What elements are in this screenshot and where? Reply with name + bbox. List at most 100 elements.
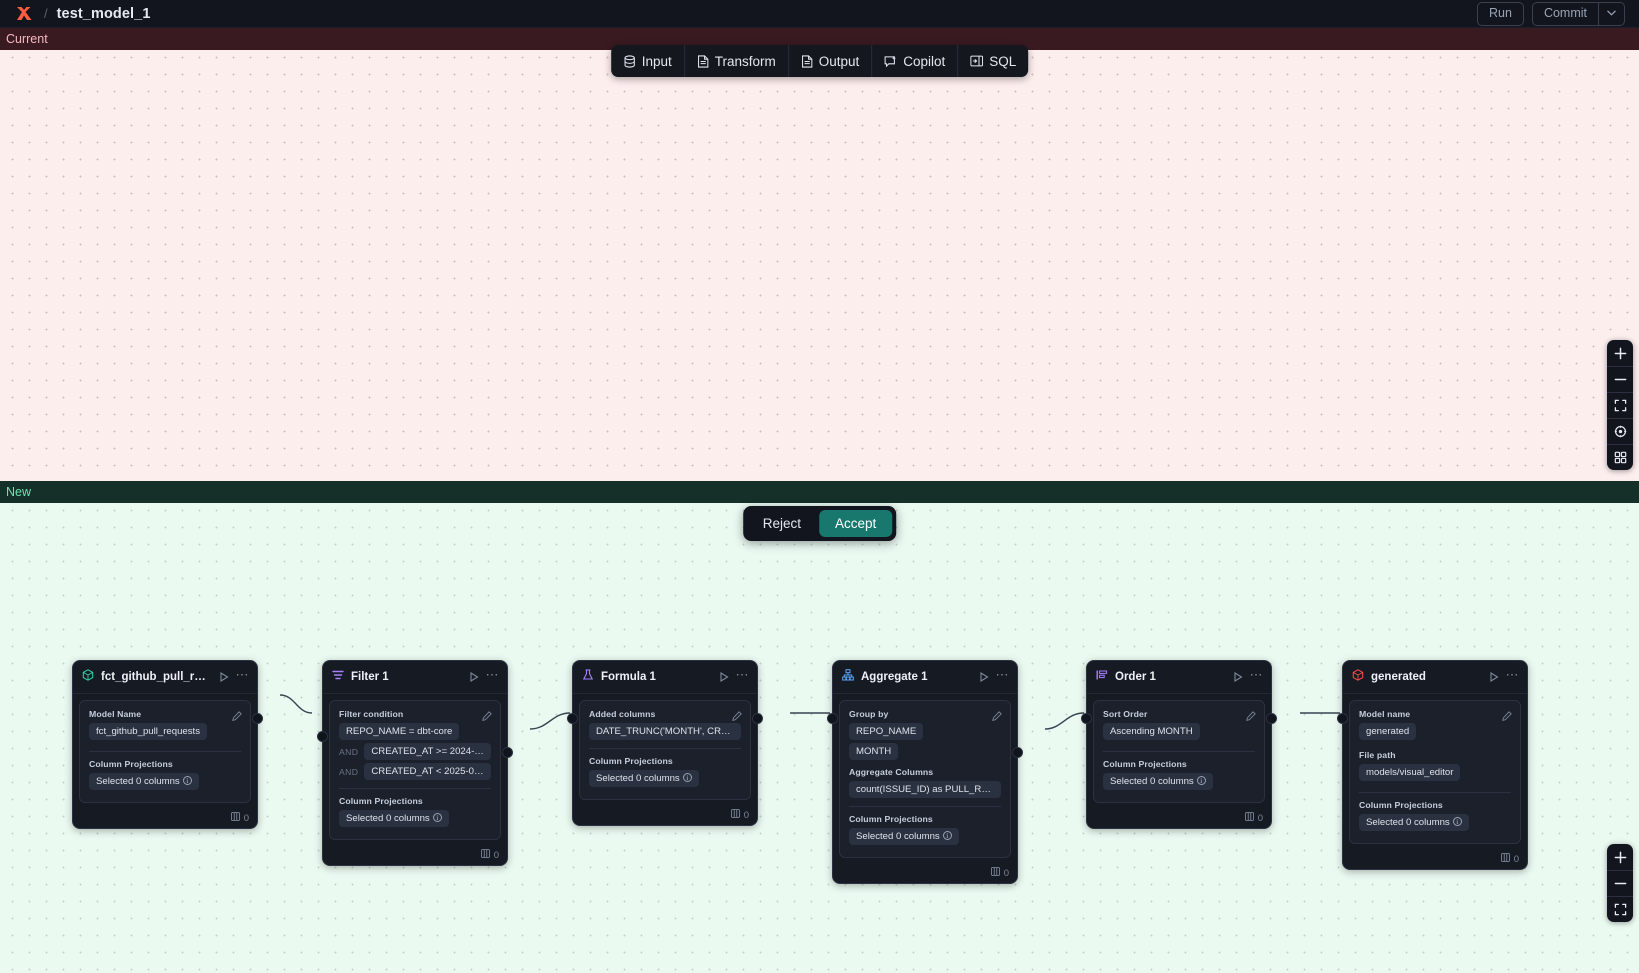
run-button[interactable]: Run — [1477, 1, 1524, 26]
node-input-handle[interactable] — [827, 713, 838, 724]
toolbar-label: Transform — [714, 53, 776, 69]
node-output-handle[interactable] — [502, 747, 513, 758]
flask-purple-icon — [582, 668, 594, 686]
node-menu-icon[interactable]: ⋯ — [1249, 667, 1263, 682]
node-input-handle[interactable] — [567, 713, 578, 724]
section-label: Column Projections — [1359, 800, 1443, 810]
node-footer: 0 — [833, 864, 1017, 883]
section-label: Added columns — [589, 709, 656, 719]
commit-button[interactable]: Commit — [1543, 5, 1587, 20]
run-node-icon[interactable] — [979, 672, 989, 682]
info-icon: i — [432, 813, 442, 822]
node-filter-1[interactable]: Filter 1 ⋯ Filter condition REPO_NAME = … — [317, 660, 513, 866]
accept-button[interactable]: Accept — [818, 510, 893, 537]
node-input-handle[interactable] — [1081, 713, 1092, 724]
node-output-handle[interactable] — [1266, 713, 1277, 724]
edit-pencil-icon[interactable] — [1502, 708, 1512, 726]
run-node-icon[interactable] — [469, 672, 479, 682]
fit-view-button[interactable] — [1607, 392, 1633, 418]
zoom-out-button[interactable] — [1607, 366, 1633, 392]
node-config-card: Model Name fct_github_pull_requests Colu… — [79, 700, 251, 803]
new-pane-label-bar: New — [0, 481, 1639, 503]
reject-button[interactable]: Reject — [747, 510, 817, 537]
node-output-handle[interactable] — [252, 713, 263, 724]
node-order-1[interactable]: Order 1 ⋯ Sort Order Ascending MONTH Col… — [1081, 660, 1277, 829]
zoom-out-button[interactable] — [1607, 870, 1633, 896]
edit-pencil-icon[interactable] — [232, 708, 242, 726]
node-menu-icon[interactable]: ⋯ — [995, 667, 1009, 682]
edit-pencil-icon[interactable] — [1246, 708, 1256, 726]
divider — [589, 748, 741, 749]
node-output-handle[interactable] — [752, 713, 763, 724]
node-menu-icon[interactable]: ⋯ — [485, 667, 499, 682]
divider — [89, 751, 241, 752]
edit-pencil-icon[interactable] — [732, 708, 742, 726]
node-footer: 0 — [323, 846, 507, 865]
node-aggregate-1[interactable]: Aggregate 1 ⋯ Group by REPO_NAME MONTH A… — [827, 660, 1023, 884]
node-generated[interactable]: generated ⋯ Model name generated File pa… — [1337, 660, 1528, 870]
toolbar-label: SQL — [989, 53, 1017, 69]
run-node-icon[interactable] — [1233, 672, 1243, 682]
node-output-handle[interactable] — [1012, 747, 1023, 758]
node-footer: 0 — [1087, 809, 1271, 828]
x-logo-icon[interactable] — [13, 3, 35, 25]
chevron-down-icon[interactable] — [1598, 2, 1624, 25]
node-menu-icon[interactable]: ⋯ — [735, 667, 749, 682]
toggle-minimap-button[interactable] — [1607, 444, 1633, 470]
node-footer: 0 — [1343, 850, 1527, 869]
file-path-value[interactable]: models/visual_editor — [1359, 764, 1461, 781]
node-input-handle[interactable] — [317, 731, 328, 742]
node-title: Filter 1 — [351, 671, 389, 683]
filter-expression[interactable]: CREATED_AT >= 2024-12-01 — [364, 743, 491, 760]
run-node-icon[interactable] — [1489, 672, 1499, 682]
model-name-value[interactable]: generated — [1359, 723, 1417, 740]
current-canvas-pane[interactable]: Current — [0, 28, 1639, 481]
filter-purple-icon — [332, 668, 344, 686]
node-input-handle[interactable] — [1337, 713, 1348, 724]
zoom-in-button[interactable] — [1607, 340, 1633, 366]
column-count: 0 — [243, 812, 249, 824]
toolbar-item-copilot[interactable]: Copilot — [871, 45, 957, 77]
toolbar-item-sql[interactable]: SQL — [957, 45, 1028, 77]
document-icon — [801, 54, 813, 68]
fit-view-button[interactable] — [1607, 896, 1633, 922]
current-pane-label: Current — [0, 28, 1639, 50]
sort-order-value[interactable]: Ascending MONTH — [1103, 723, 1200, 740]
lock-viewport-button[interactable] — [1607, 418, 1633, 444]
info-icon: i — [942, 831, 952, 840]
group-by-value[interactable]: MONTH — [849, 743, 899, 760]
column-count: 0 — [1257, 812, 1263, 824]
zoom-in-button[interactable] — [1607, 844, 1633, 870]
edit-pencil-icon[interactable] — [992, 708, 1002, 726]
added-columns-value[interactable]: DATE_TRUNC('MONTH', CREATED_AT… — [589, 723, 741, 740]
commit-split-button[interactable]: Commit — [1531, 1, 1625, 26]
node-title: Aggregate 1 — [861, 671, 928, 683]
node-formula-1[interactable]: Formula 1 ⋯ Added columns DATE_TRUNC('MO… — [567, 660, 763, 826]
filter-expression[interactable]: REPO_NAME = dbt-core — [339, 723, 460, 740]
sort-purple-icon — [1096, 668, 1108, 686]
breadcrumb-separator: / — [44, 6, 48, 21]
toolbar-item-output[interactable]: Output — [787, 45, 872, 77]
edit-pencil-icon[interactable] — [482, 708, 492, 726]
toolbar-item-input[interactable]: Input — [611, 45, 684, 77]
run-node-icon[interactable] — [719, 672, 729, 682]
node-footer: 0 — [73, 809, 257, 828]
filter-expression[interactable]: CREATED_AT < 2025-03-01 — [364, 763, 491, 780]
run-node-icon[interactable] — [219, 672, 229, 682]
aggregate-columns-value[interactable]: count(ISSUE_ID) as PULL_REQUEST_… — [849, 781, 1001, 798]
toolbar-item-transform[interactable]: Transform — [683, 45, 788, 77]
model-name-value[interactable]: fct_github_pull_requests — [89, 723, 208, 740]
group-by-value[interactable]: REPO_NAME — [849, 723, 924, 740]
node-menu-icon[interactable]: ⋯ — [235, 667, 249, 682]
new-canvas-pane[interactable]: fct_github_pull_requests ⋯ Model Name fc… — [0, 481, 1639, 973]
node-fct-github-pull-requests[interactable]: fct_github_pull_requests ⋯ Model Name fc… — [72, 660, 263, 829]
new-pane-zoom-controls — [1607, 844, 1633, 922]
node-menu-icon[interactable]: ⋯ — [1505, 667, 1519, 682]
